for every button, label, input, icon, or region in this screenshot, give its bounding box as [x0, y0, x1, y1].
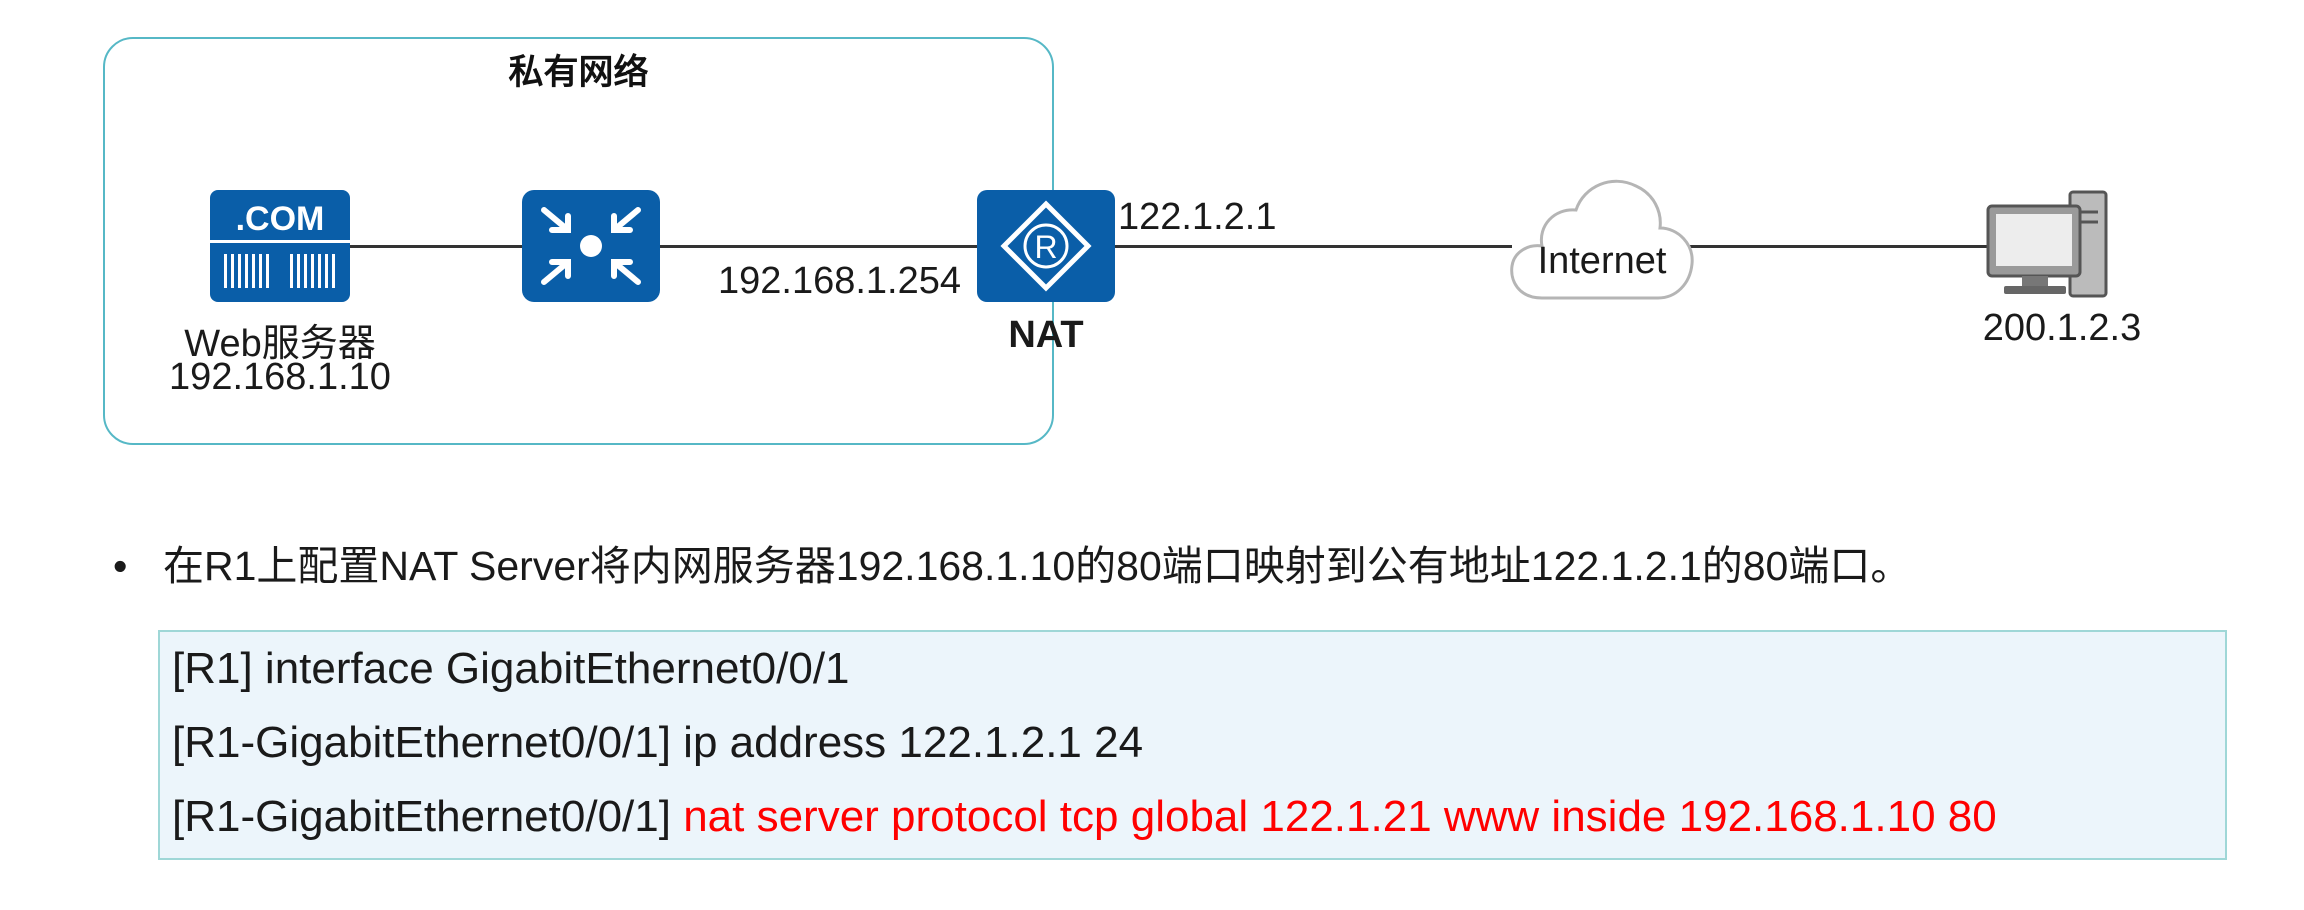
switch-icon	[522, 190, 660, 302]
code-line-1-text: [R1] interface GigabitEthernet0/0/1	[172, 644, 850, 693]
nat-label: NAT	[1008, 314, 1084, 356]
web-server-icon-text: .COM	[236, 200, 325, 238]
code-line-3-highlight: nat server protocol tcp global 122.1.21 …	[683, 792, 1997, 841]
web-server-ip: 192.168.1.10	[169, 356, 391, 398]
router-icon: R	[977, 190, 1115, 302]
code-line-2-text: [R1-GigabitEthernet0/0/1] ip address 122…	[172, 718, 1144, 767]
link-server-switch	[340, 245, 525, 248]
link-internet-pc	[1690, 245, 1995, 248]
link-router-internet	[1112, 245, 1512, 248]
private-network-label: 私有网络	[508, 53, 649, 92]
code-line-2: [R1-GigabitEthernet0/0/1] ip address 122…	[172, 718, 1143, 768]
pc-icon	[1982, 188, 2122, 300]
router-inside-ip: 192.168.1.254	[718, 260, 962, 302]
web-server-icon: .COM	[210, 190, 350, 302]
router-icon-text: R	[1034, 229, 1057, 265]
bullet-text: 在R1上配置NAT Server将内网服务器192.168.1.10的80端口映…	[163, 543, 1912, 589]
pc-ip: 200.1.2.3	[1982, 307, 2142, 349]
code-line-1: [R1] interface GigabitEthernet0/0/1	[172, 644, 850, 694]
command-code-block: [R1] interface GigabitEthernet0/0/1 [R1-…	[158, 630, 2227, 860]
internet-label: Internet	[1537, 240, 1667, 282]
web-server-name: Web服务器	[184, 323, 376, 365]
internet-cloud-icon	[1502, 170, 1702, 310]
link-switch-router	[655, 245, 980, 248]
router-outside-ip: 122.1.2.1	[1118, 196, 1277, 238]
code-line-3-prefix: [R1-GigabitEthernet0/0/1]	[172, 792, 684, 841]
bullet-description: • 在R1上配置NAT Server将内网服务器192.168.1.10的80端口…	[113, 532, 1911, 592]
bullet-dot: •	[113, 543, 128, 589]
code-line-3: [R1-GigabitEthernet0/0/1] nat server pro…	[172, 792, 1997, 842]
